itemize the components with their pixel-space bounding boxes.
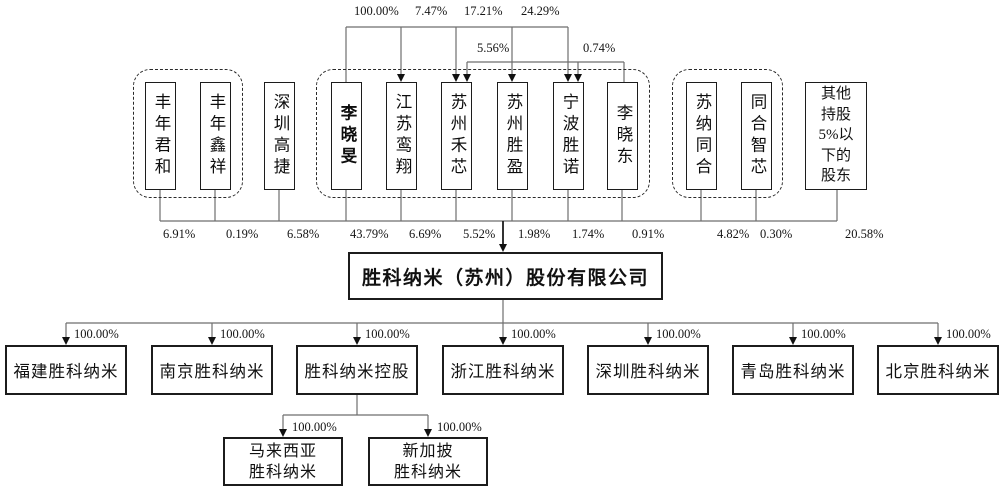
shareholder-box-li-xiaodong: 李晓东 xyxy=(607,82,638,190)
pct-shenzhen-sub: 100.00% xyxy=(656,327,701,341)
subsidiary-name-line: 新加披 xyxy=(402,442,454,460)
shareholder-box-fengnian-junhe: 丰年君和 xyxy=(145,82,176,190)
subsidiary-name-line: 胜科纳米 xyxy=(393,463,462,481)
pct-suzhou-shengying: 1.98% xyxy=(518,227,551,241)
pct-fujian-sub: 100.00% xyxy=(74,327,119,341)
shareholder-box-tonghe-zhixin: 同合智芯 xyxy=(741,82,772,190)
shareholder-box-suzhou-hexin: 苏州禾芯 xyxy=(441,82,472,190)
concert-group-tonghe xyxy=(672,69,783,198)
subsidiary-box-singapore: 新加披 胜科纳米 xyxy=(368,437,488,486)
shareholder-box-jiangsu-luanxiang: 江苏鸾翔 xyxy=(386,82,417,190)
pct-shenzhen-gaojie: 6.58% xyxy=(287,227,320,241)
shareholder-box-li-xiaomin: 李晓旻 xyxy=(331,82,362,190)
pct-holdings-sub: 100.00% xyxy=(365,327,410,341)
shareholder-box-fengnian-xinxiang: 丰年鑫祥 xyxy=(200,82,231,190)
subsidiary-name-line: 马来西亚 xyxy=(248,442,317,460)
shareholder-box-ningbo-shengnuo: 宁波胜诺 xyxy=(553,82,584,190)
subsidiary-box-nanjing: 南京胜科纳米 xyxy=(151,345,273,395)
subsidiary-box-beijing: 北京胜科纳米 xyxy=(877,345,999,395)
pct-suna-tonghe: 4.82% xyxy=(717,227,750,241)
subsidiary-box-malaysia: 马来西亚 胜科纳米 xyxy=(223,437,343,486)
pct-lixiaomin-suzhoushengying: 17.21% xyxy=(464,4,503,18)
shareholder-box-shenzhen-gaojie: 深圳高捷 xyxy=(264,82,295,190)
pct-ningbo-shengnuo: 1.74% xyxy=(572,227,605,241)
concert-group-fengnian xyxy=(133,69,243,198)
pct-malaysia-sub: 100.00% xyxy=(292,420,337,434)
pct-li-xiaomin: 43.79% xyxy=(350,227,389,241)
pct-nanjing-sub: 100.00% xyxy=(220,327,265,341)
pct-tonghe-zhixin: 0.30% xyxy=(760,227,793,241)
concert-group-lixiaomin xyxy=(316,69,650,198)
subsidiary-box-qingdao: 青岛胜科纳米 xyxy=(732,345,854,395)
pct-other-minor-shareholders: 20.58% xyxy=(845,227,884,241)
subsidiary-name-line: 胜科纳米 xyxy=(248,463,317,481)
subsidiary-box-holdings: 胜科纳米控股 xyxy=(296,345,418,395)
pct-lixiaomin-suzhouhexin: 7.47% xyxy=(415,4,448,18)
subsidiary-box-fujian: 福建胜科纳米 xyxy=(5,345,127,395)
pct-lixiaodong-suzhouhexin: 5.56% xyxy=(477,41,510,55)
pct-zhejiang-sub: 100.00% xyxy=(511,327,556,341)
subsidiary-box-zhejiang: 浙江胜科纳米 xyxy=(442,345,564,395)
pct-qingdao-sub: 100.00% xyxy=(801,327,846,341)
pct-lixiaomin-ningboshengnuo: 24.29% xyxy=(521,4,560,18)
pct-singapore-sub: 100.00% xyxy=(437,420,482,434)
pct-beijing-sub: 100.00% xyxy=(946,327,991,341)
shareholder-box-suna-tonghe: 苏纳同合 xyxy=(686,82,717,190)
subsidiary-box-shenzhen: 深圳胜科纳米 xyxy=(587,345,709,395)
pct-jiangsu-luanxiang: 6.69% xyxy=(409,227,442,241)
pct-suzhou-hexin: 5.52% xyxy=(463,227,496,241)
shareholder-box-suzhou-shengying: 苏州胜盈 xyxy=(497,82,528,190)
pct-fengnian-junhe: 6.91% xyxy=(163,227,196,241)
pct-lixiaodong-ningboshengnuo: 0.74% xyxy=(583,41,616,55)
shareholder-box-other-minor-shareholders: 其他持股5%以下的股东 xyxy=(805,82,867,190)
pct-li-xiaodong: 0.91% xyxy=(632,227,665,241)
pct-lixiaomin-jiangsuluanxiang: 100.00% xyxy=(354,4,399,18)
pct-fengnian-xinxiang: 0.19% xyxy=(226,227,259,241)
company-box-shengke-nano: 胜科纳米（苏州）股份有限公司 xyxy=(348,252,663,300)
